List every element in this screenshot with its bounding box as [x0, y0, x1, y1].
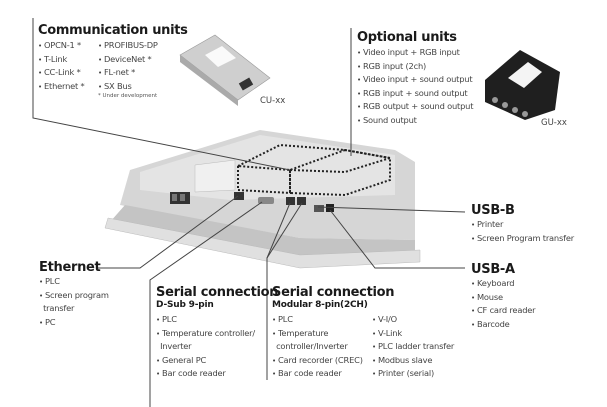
serial-dsub-subtitle: D-Sub 9-pin: [156, 300, 214, 310]
usb-b-section: USB-B Printer Screen Program transfer: [471, 203, 574, 245]
list-item: Temperature: [272, 327, 372, 341]
gu-xx-label: GU-xx: [541, 118, 567, 128]
ethernet-section: Ethernet PLC Screen program transfer PC: [39, 260, 109, 329]
list-item: RGB input + sound output: [357, 87, 473, 101]
list-item: Modbus slave: [372, 354, 454, 368]
list-item: PLC: [39, 275, 109, 289]
list-item: Bar code reader: [272, 367, 372, 381]
list-item: Card recorder (CREC): [272, 354, 372, 368]
serial-modular-list-col2: V-I/O V-Link PLC ladder transfer Modbus …: [372, 313, 454, 381]
list-item: Keyboard: [471, 277, 535, 291]
list-item: PC: [39, 316, 109, 330]
leader-ethernet: [97, 195, 239, 269]
list-item-continuation: transfer: [43, 303, 75, 313]
list-item: RGB input (2ch): [357, 60, 473, 74]
list-item: CC-Link *: [38, 66, 98, 80]
list-item: General PC: [156, 354, 278, 368]
list-item: FL-net *: [98, 66, 158, 80]
list-item: Sound output: [357, 114, 473, 128]
list-item: V-Link: [372, 327, 454, 341]
list-item: PLC: [272, 313, 372, 327]
serial-modular-list-col1: PLC Temperature controller/Inverter Card…: [272, 313, 372, 381]
list-item: OPCN-1 *: [38, 39, 98, 53]
usb-a-list: Keyboard Mouse CF card reader Barcode: [471, 277, 536, 332]
list-item: Printer: [471, 218, 574, 232]
list-item: T-Link: [38, 53, 98, 67]
list-item: SX Bus: [98, 80, 158, 94]
list-item-continuation: Inverter: [160, 341, 192, 351]
list-item: Ethernet *: [38, 80, 98, 94]
serial-modular-section: Serial connection Modular 8-pin(2CH) PLC…: [272, 285, 454, 381]
leader-usb-a: [329, 209, 465, 269]
cu-xx-label: CU-xx: [260, 96, 286, 106]
optional-units-list: Video input + RGB input RGB input (2ch) …: [357, 46, 474, 128]
usb-a-section: USB-A Keyboard Mouse CF card reader Barc…: [471, 262, 536, 332]
cu-xx-device-illustration: [179, 34, 271, 106]
ethernet-title: Ethernet: [39, 260, 101, 275]
list-item: CF card reader: [471, 304, 536, 318]
communication-units-list-col1: OPCN-1 * T-Link CC-Link * Ethernet *: [38, 39, 98, 99]
gu-xx-device-illustration: [485, 50, 560, 120]
serial-dsub-section: Serial connection D-Sub 9-pin PLC Temper…: [156, 285, 279, 381]
list-item: Bar code reader: [156, 367, 278, 381]
serial-dsub-list: PLC Temperature controller/ Inverter Gen…: [156, 313, 278, 381]
list-item: PLC ladder transfer: [372, 340, 454, 354]
list-item: RGB output + sound output: [357, 100, 474, 114]
usb-b-list: Printer Screen Program transfer: [471, 218, 574, 245]
serial-modular-title: Serial connection: [272, 285, 395, 300]
list-item-continuation: controller/Inverter: [276, 341, 348, 351]
usb-a-title: USB-A: [471, 262, 515, 277]
under-development-note: * Under development: [98, 93, 158, 99]
hmi-device-illustration: [104, 130, 421, 269]
list-item: Printer (serial): [372, 367, 454, 381]
list-item: Screen Program transfer: [471, 232, 574, 246]
ethernet-list: PLC Screen program transfer PC: [39, 275, 109, 329]
leader-serial-dsub: [149, 201, 263, 407]
list-item: Mouse: [471, 291, 535, 305]
list-item: DeviceNet *: [98, 53, 158, 67]
serial-dsub-title: Serial connection: [156, 285, 279, 300]
list-item: Video input + sound output: [357, 73, 473, 87]
list-item: V-I/O: [372, 313, 454, 327]
list-item: Screen program: [39, 289, 109, 303]
serial-modular-subtitle: Modular 8-pin(2CH): [272, 300, 368, 310]
leader-usb-b: [317, 206, 466, 213]
list-item: PLC: [156, 313, 278, 327]
list-item: Video input + RGB input: [357, 46, 473, 60]
list-item: PROFIBUS-DP: [98, 39, 158, 53]
list-item: Barcode: [471, 318, 535, 332]
usb-b-title: USB-B: [471, 203, 515, 218]
optional-units-title: Optional units: [357, 30, 457, 45]
communication-units-list-col2: PROFIBUS-DP DeviceNet * FL-net * SX Bus: [98, 39, 158, 93]
list-item: Temperature controller/: [156, 327, 278, 341]
leader-communication-units: [32, 18, 291, 171]
communication-units-section: Communication units OPCN-1 * T-Link CC-L…: [38, 23, 188, 99]
communication-units-title: Communication units: [38, 23, 188, 38]
optional-units-section: Optional units Video input + RGB input R…: [357, 30, 473, 127]
